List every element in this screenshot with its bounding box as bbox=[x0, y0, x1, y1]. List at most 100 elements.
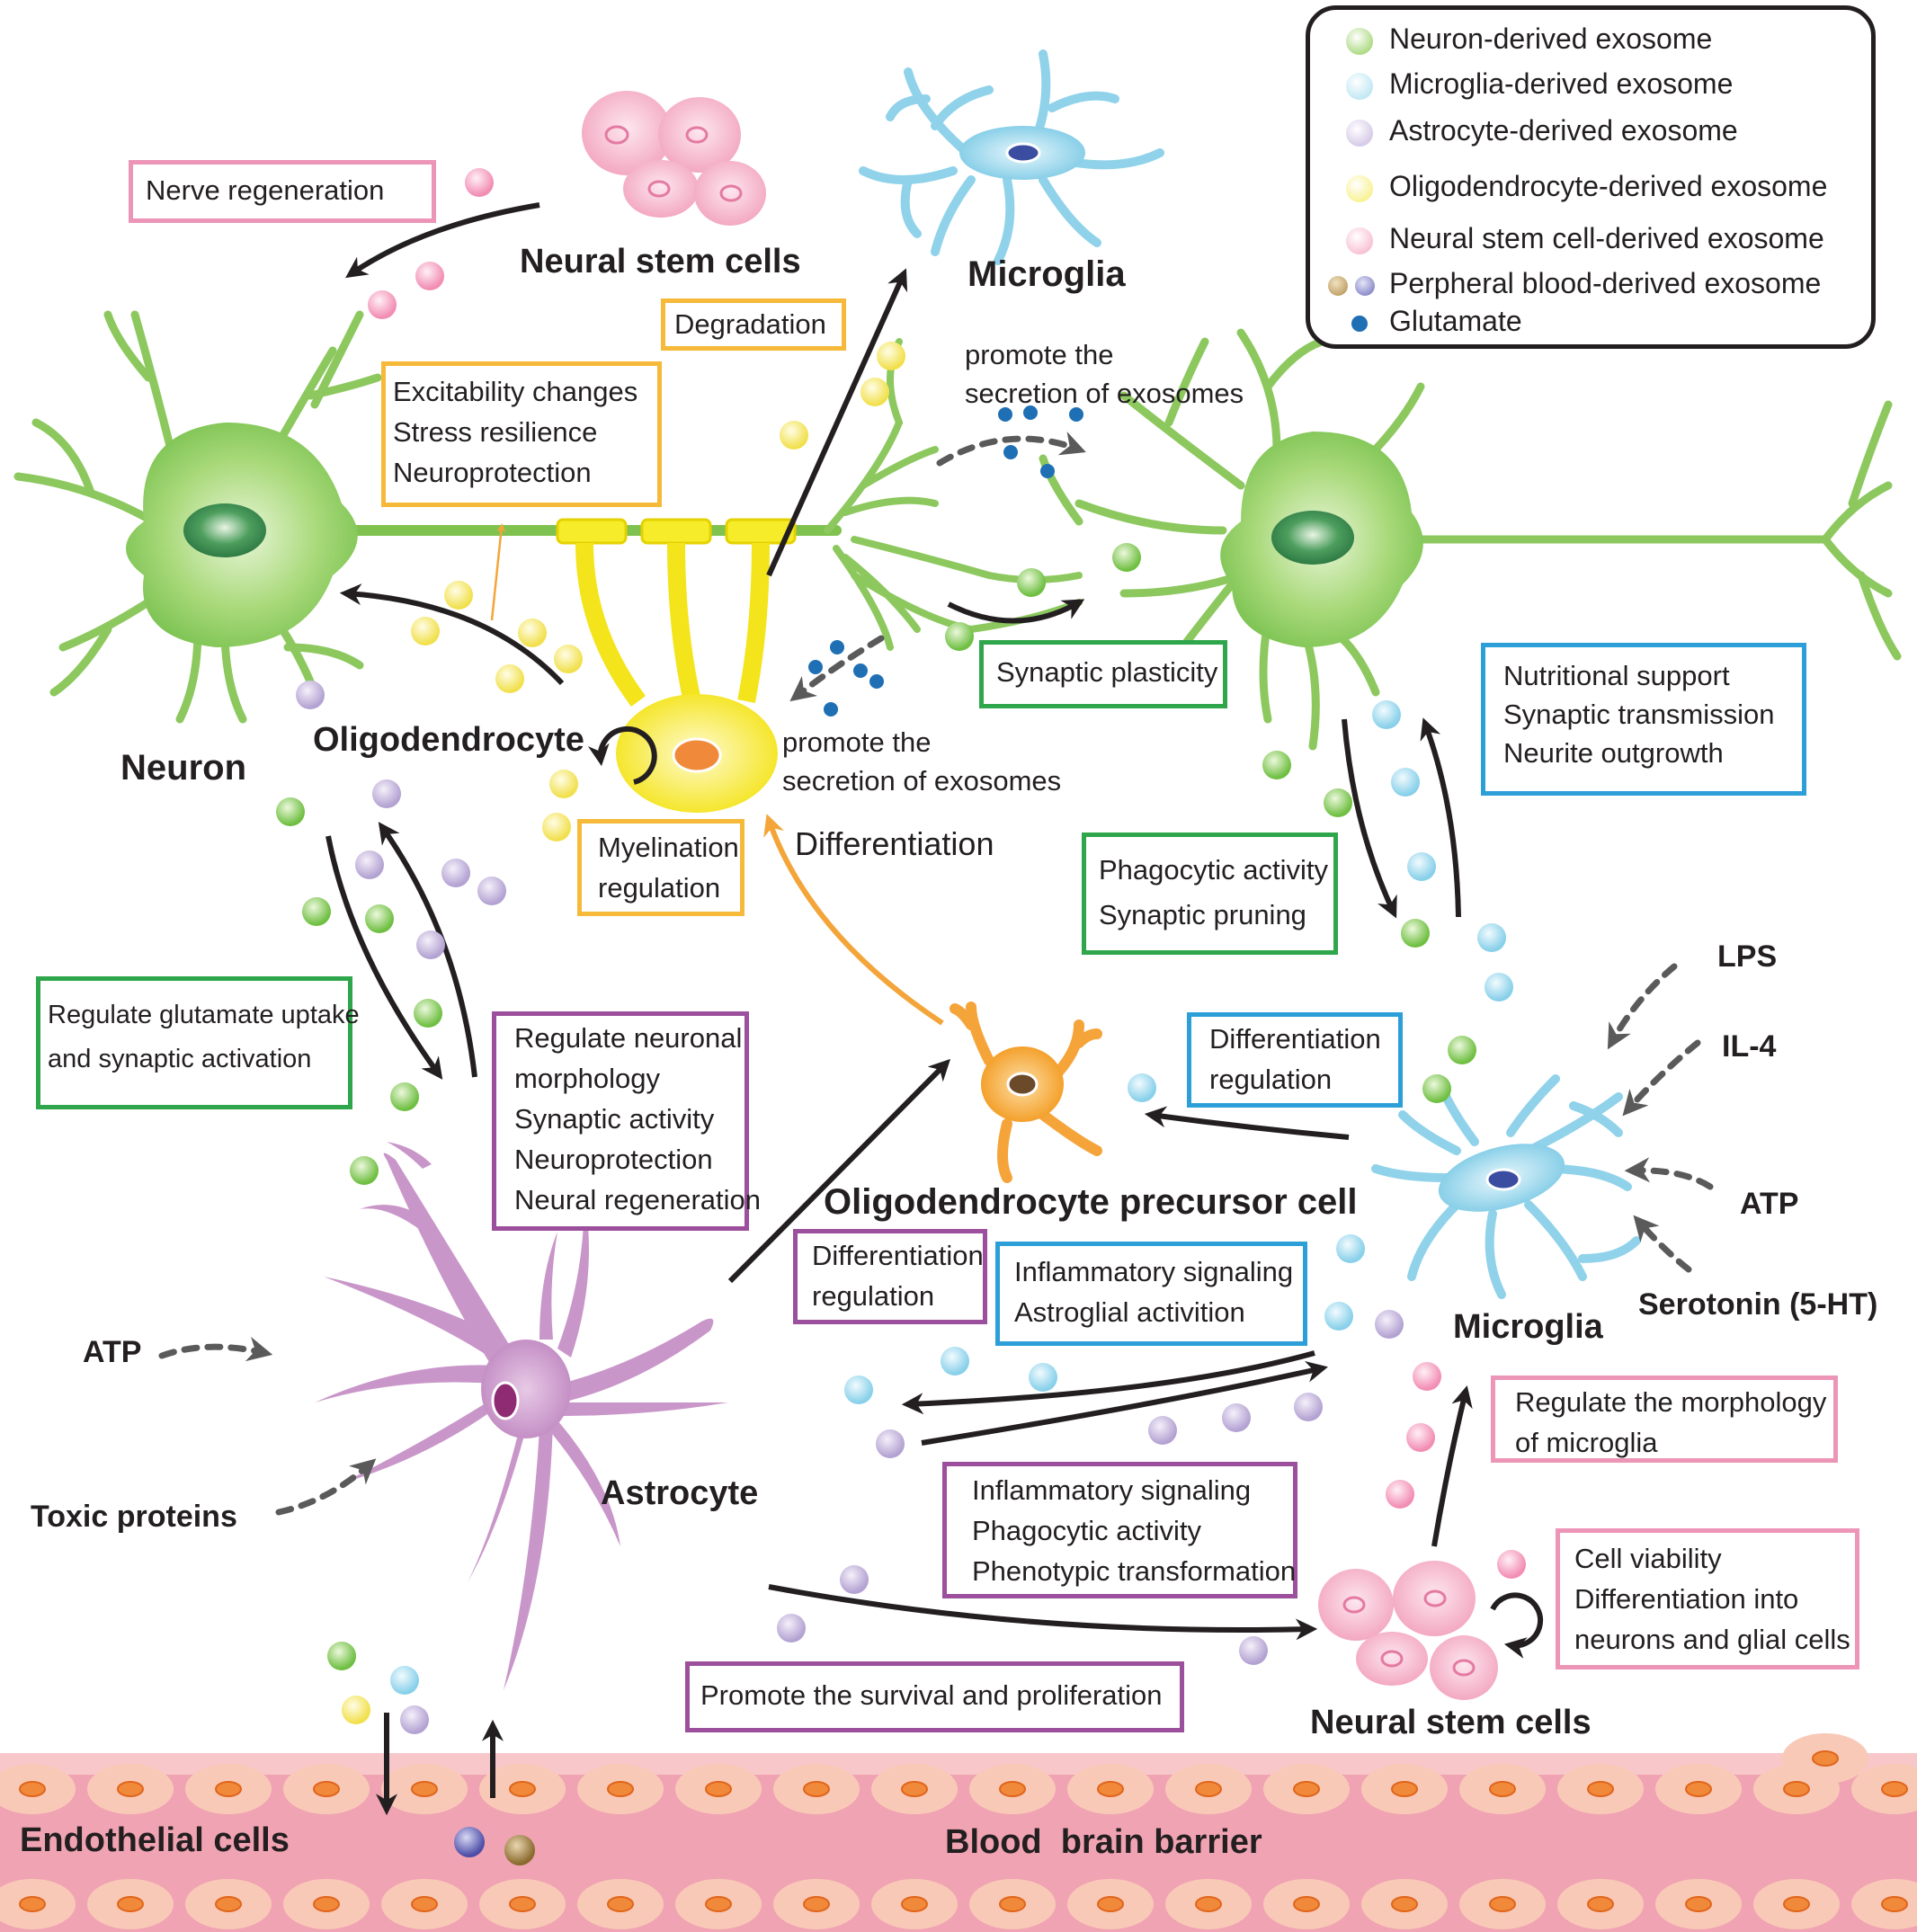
box-line: morphology bbox=[514, 1063, 660, 1094]
glutamate bbox=[1003, 445, 1018, 459]
box-line: Inflammatory signaling bbox=[972, 1474, 1252, 1506]
astrocyte-exosome bbox=[477, 877, 506, 905]
box-degradation: Degradation bbox=[661, 298, 846, 351]
glutamate bbox=[869, 674, 884, 689]
endothelial-nucleus bbox=[215, 1781, 242, 1797]
box-line: Myelination bbox=[598, 832, 739, 863]
label-neuron: Neuron bbox=[120, 748, 246, 788]
endothelial-nucleus bbox=[607, 1781, 634, 1797]
box-line: Neural regeneration bbox=[514, 1184, 762, 1215]
label-promote-mid-1: promote the bbox=[782, 726, 932, 758]
endothelial-nucleus bbox=[1783, 1896, 1810, 1912]
neural-stem-cell-exosome bbox=[368, 290, 397, 319]
box-synaptic-plasticity: Synaptic plasticity bbox=[979, 640, 1227, 708]
box-line: Synaptic transmission bbox=[1503, 699, 1775, 730]
astrocyte-exosome bbox=[1294, 1393, 1323, 1421]
box-myelination: Myelination regulation bbox=[577, 819, 745, 916]
oligodendrocyte-exosome bbox=[342, 1696, 370, 1724]
label-microglia-top: Microglia bbox=[967, 254, 1126, 294]
blood-brain-barrier bbox=[0, 1733, 1917, 1932]
neuron-exosome bbox=[350, 1156, 379, 1185]
neuron-exosome bbox=[276, 797, 305, 826]
label-endothelial-cells: Endothelial cells bbox=[20, 1821, 290, 1859]
box-line: Synaptic plasticity bbox=[996, 656, 1218, 688]
box-line: Cell viability bbox=[1574, 1543, 1722, 1574]
astrocyte-exosome bbox=[416, 930, 445, 959]
label-neural-stem-cells-top: Neural stem cells bbox=[520, 243, 801, 280]
endothelial-nucleus bbox=[705, 1896, 732, 1912]
microglia-exosome bbox=[844, 1376, 873, 1404]
box-line: Nutritional support bbox=[1503, 660, 1730, 691]
dashed-arrows bbox=[158, 432, 1714, 1516]
legend-label: Neural stem cell-derived exosome bbox=[1389, 222, 1824, 254]
legend-swatch bbox=[1346, 120, 1373, 147]
label-promote-top-2: secretion of exosomes bbox=[965, 378, 1244, 409]
box-line: and synaptic activation bbox=[48, 1045, 312, 1073]
label-promote-top-1: promote the bbox=[965, 339, 1114, 370]
endothelial-nucleus bbox=[215, 1896, 242, 1912]
microglia-exosome bbox=[390, 1666, 419, 1695]
neural-stem-cells-top bbox=[582, 91, 766, 226]
astrocyte-exosome bbox=[777, 1614, 806, 1643]
glutamate bbox=[808, 660, 823, 674]
legend-swatch bbox=[1346, 28, 1373, 55]
label-blood-brain-barrier: Blood brain barrier bbox=[945, 1823, 1262, 1861]
label-promote-mid-2: secretion of exosomes bbox=[782, 765, 1062, 797]
oligodendrocyte-exosome bbox=[549, 770, 578, 798]
box-line: Nerve regeneration bbox=[146, 174, 385, 206]
endothelial-nucleus bbox=[1881, 1896, 1908, 1912]
neuron-exosome bbox=[1422, 1074, 1451, 1103]
astrocyte-exosome bbox=[1239, 1636, 1268, 1665]
astrocyte-exosome bbox=[840, 1565, 869, 1594]
neuron-exosome bbox=[414, 999, 442, 1028]
endothelial-nucleus bbox=[1293, 1896, 1320, 1912]
legend-swatch bbox=[1346, 73, 1373, 100]
box-line: Phagocytic activity bbox=[1099, 854, 1328, 886]
oligodendrocyte bbox=[556, 518, 797, 813]
endothelial-nucleus bbox=[1391, 1781, 1418, 1797]
box-line: Synaptic activity bbox=[514, 1103, 715, 1135]
orange-arrows bbox=[490, 523, 944, 1026]
microglia-exosome bbox=[1336, 1234, 1365, 1263]
box-line: Phagocytic activity bbox=[972, 1515, 1201, 1546]
endothelial-nucleus bbox=[411, 1781, 438, 1797]
legend-swatch bbox=[1346, 227, 1373, 254]
exosome-dots bbox=[276, 168, 1526, 1865]
box-line: regulation bbox=[598, 872, 721, 904]
endothelial-nucleus bbox=[1195, 1781, 1222, 1797]
box-line: Neurite outgrowth bbox=[1503, 737, 1724, 769]
microglia-exosome bbox=[1391, 768, 1420, 797]
label-oligodendrocyte: Oligodendrocyte bbox=[313, 721, 584, 759]
box-line: Neuroprotection bbox=[514, 1144, 713, 1175]
endothelial-nucleus bbox=[1881, 1781, 1908, 1797]
label-neural-stem-cells-bottom: Neural stem cells bbox=[1310, 1704, 1592, 1741]
legend-label: Glutamate bbox=[1389, 305, 1522, 337]
endothelial-nucleus bbox=[803, 1896, 830, 1912]
microglia-exosome bbox=[1128, 1073, 1156, 1102]
glutamate bbox=[1023, 405, 1038, 420]
astrocyte-exosome bbox=[1222, 1403, 1251, 1432]
label-opc: Oligodendrocyte precursor cell bbox=[824, 1182, 1358, 1222]
label-il4: IL-4 bbox=[1722, 1029, 1777, 1064]
oligodendrocyte-exosome bbox=[860, 378, 889, 406]
endothelial-nucleus bbox=[803, 1781, 830, 1797]
endothelial-nucleus bbox=[901, 1896, 928, 1912]
label-differentiation: Differentiation bbox=[795, 825, 994, 862]
microglia-top bbox=[859, 49, 1164, 265]
neural-stem-cell-exosome bbox=[415, 262, 444, 290]
astrocyte-exosome bbox=[1375, 1310, 1404, 1339]
neural-stem-cell-exosome bbox=[1406, 1423, 1435, 1452]
oligodendrocyte-precursor-cell bbox=[950, 1002, 1102, 1183]
box-line: Differentiation into bbox=[1574, 1583, 1799, 1615]
microglia-exosome bbox=[1372, 700, 1401, 729]
endothelial-nucleus bbox=[117, 1781, 144, 1797]
glutamate bbox=[998, 407, 1012, 422]
